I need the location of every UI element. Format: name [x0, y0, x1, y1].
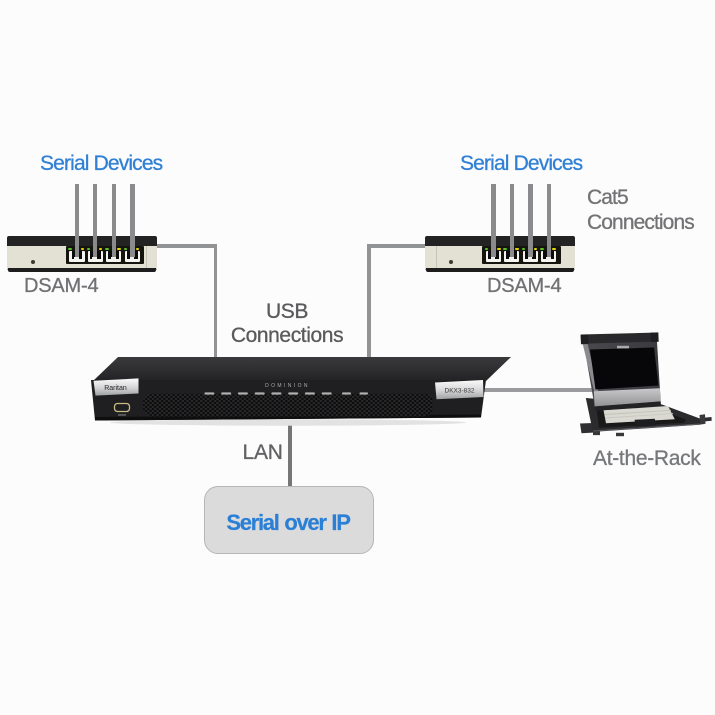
svg-text:DKX3-832: DKX3-832	[445, 388, 475, 395]
svg-text:Raritan: Raritan	[104, 385, 127, 392]
svg-text:DOMINION: DOMINION	[265, 383, 310, 389]
